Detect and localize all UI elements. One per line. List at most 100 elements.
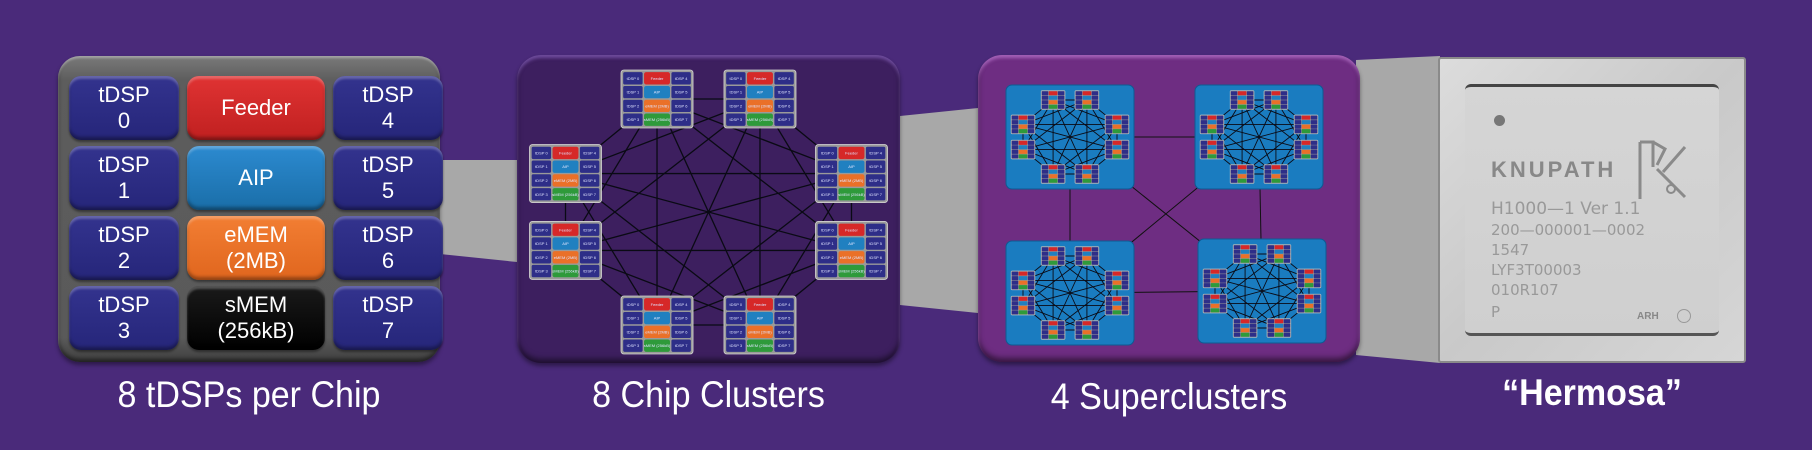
mini-block: [1018, 115, 1028, 120]
mini-block: [1041, 334, 1049, 339]
mini-block: [1075, 325, 1083, 330]
supercluster-3-chip-4: [1266, 318, 1292, 338]
mini-block: [1304, 308, 1314, 313]
mini-block: [1274, 258, 1284, 263]
mini-block: [1233, 332, 1241, 337]
mini-block: [1274, 319, 1284, 324]
supercluster-1-chip-1: [1263, 90, 1289, 110]
supercluster-3-chip-6: [1202, 293, 1228, 314]
mini-block: [1246, 169, 1254, 174]
supercluster-3-chip-3: [1296, 293, 1322, 314]
mini-block: [552, 264, 579, 278]
caption-cluster: 8 Chip Clusters: [592, 374, 825, 415]
mini-block-label: AIP: [848, 241, 855, 246]
mini-block: [1048, 91, 1058, 96]
mini-block: [1011, 285, 1019, 290]
chip-link: [565, 172, 852, 252]
mini-block: [552, 160, 579, 173]
mini-block: [671, 298, 691, 311]
mini-block-label: Feeder: [754, 302, 767, 307]
block-sublabel: 4: [381, 108, 395, 133]
mini-block: [1280, 91, 1288, 96]
supercluster-1-chip-0: [1229, 90, 1255, 110]
mini-block: [1280, 169, 1288, 174]
mini-block: [1294, 149, 1302, 154]
knupath-logo-icon: [1638, 140, 1687, 199]
mini-block: [1200, 149, 1208, 154]
mini-block: [1105, 145, 1113, 150]
mini-block: [838, 264, 865, 278]
mini-block: [1018, 285, 1028, 290]
mini-block: [1105, 124, 1113, 129]
mini-block: [1246, 95, 1254, 100]
mini-block: [1301, 145, 1311, 150]
mini-block: [1297, 299, 1305, 304]
mini-block: [1057, 178, 1065, 183]
chip-marking-date: 1547: [1491, 241, 1530, 259]
mini-block: [1280, 100, 1288, 105]
mini-block: [1112, 285, 1122, 290]
mini-block: [1219, 303, 1227, 308]
mini-block: [1267, 332, 1275, 337]
mini-block-label: tDSP 1: [821, 164, 834, 169]
mini-block: [1310, 115, 1318, 120]
mini-block: [1280, 174, 1288, 179]
mini-block: [1041, 169, 1049, 174]
mini-block: [838, 174, 865, 187]
mini-block: [1274, 245, 1284, 250]
mini-block: [1018, 129, 1028, 134]
mini-block-label: tDSP 6: [583, 178, 596, 183]
mini-block: [1240, 332, 1250, 337]
mini-block-label: tDSP 0: [730, 76, 743, 81]
mini-block: [623, 113, 643, 126]
mini-block: [1027, 149, 1035, 154]
mini-block: [1082, 178, 1092, 183]
mini-block: [726, 113, 746, 126]
mini-block-label: tDSP 3: [535, 269, 548, 274]
mini-block: [817, 237, 838, 250]
mini-block: [1230, 91, 1238, 96]
mini-block-label: tDSP 7: [869, 269, 882, 274]
mini-block-label: tDSP 6: [675, 329, 688, 334]
mini-block: [1011, 296, 1019, 301]
mini-block-label: Feeder: [651, 76, 664, 81]
mini-block: [774, 298, 794, 311]
mini-block: [1310, 149, 1318, 154]
mini-block: [531, 188, 552, 201]
mini-block: [1304, 274, 1314, 279]
mini-block: [865, 223, 886, 236]
mini-block: [552, 188, 579, 201]
supercluster-0-chip-4: [1074, 164, 1100, 184]
mini-block-label: tDSP 3: [730, 343, 743, 348]
mini-block: [1057, 100, 1065, 105]
mini-block-label: tDSP 2: [535, 255, 548, 260]
mini-block-label: tDSP 3: [627, 117, 640, 122]
supercluster-1-chip-3: [1293, 139, 1319, 160]
mini-block: [1057, 256, 1065, 261]
mini-block: [1105, 305, 1113, 310]
mini-block: [838, 160, 865, 173]
mini-block: [1294, 129, 1302, 134]
mini-block: [1075, 260, 1083, 265]
chip-marking-code: 010R107: [1491, 281, 1559, 299]
mini-block: [1246, 100, 1254, 105]
mini-block-label: sMEM (256kB): [644, 117, 671, 122]
mini-block: [1216, 124, 1224, 129]
mini-block: [1091, 251, 1099, 256]
mini-block: [552, 146, 579, 160]
mini-block: [1313, 308, 1321, 313]
mini-block-label: tDSP 4: [869, 150, 882, 155]
mini-block-label: sMEM (256kB): [838, 269, 865, 274]
supercluster-1-chip-2: [1293, 114, 1319, 135]
mini-block: [1200, 140, 1208, 145]
mini-block: [747, 85, 773, 99]
mini-block: [1091, 100, 1099, 105]
mini-block-label: tDSP 0: [627, 76, 640, 81]
mini-block: [1105, 285, 1113, 290]
block-sublabel: 5: [381, 178, 395, 203]
connector-chip-to-cluster: [440, 160, 517, 262]
